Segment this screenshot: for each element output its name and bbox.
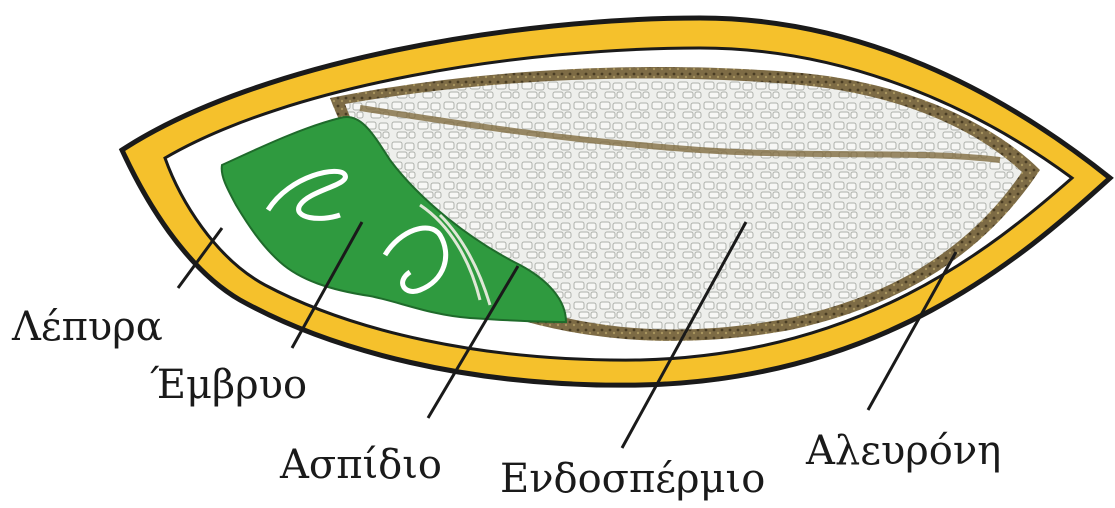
label-embryo: Έμβρυο bbox=[150, 362, 307, 408]
label-scutellum: Ασπίδιο bbox=[279, 442, 442, 488]
label-husk: Λέπυρα bbox=[11, 304, 163, 350]
label-aleurone: Αλευρόνη bbox=[805, 428, 1001, 474]
label-endosperm: Ενδοσπέρμιο bbox=[500, 456, 765, 502]
